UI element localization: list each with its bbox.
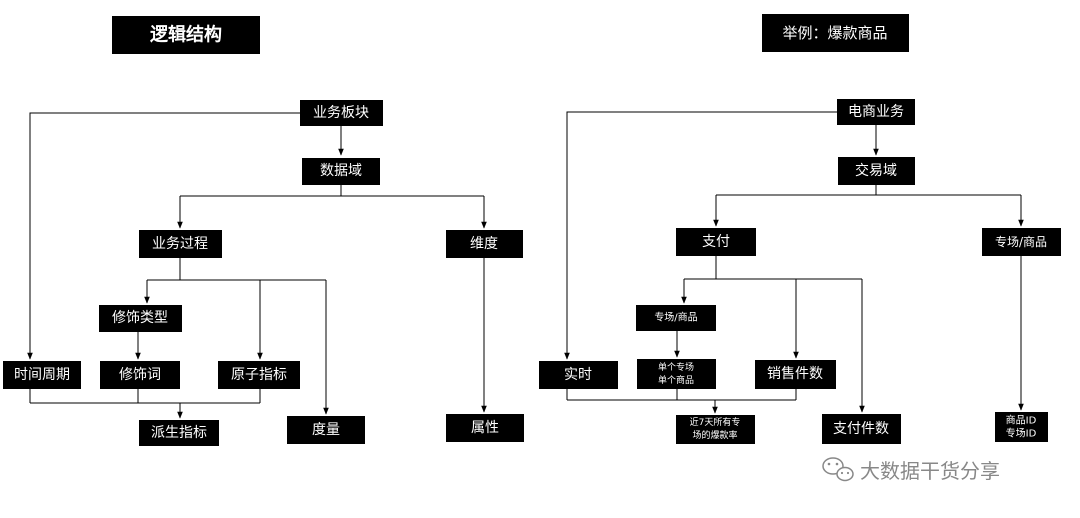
right-edges: [564, 111, 1024, 414]
node-zone-product-type-label: 专场/商品: [654, 311, 697, 324]
node-product-attr-line2: 专场ID: [1006, 427, 1037, 440]
right-heading: 举例：爆款商品: [762, 14, 909, 52]
node-derived-metric: 派生指标: [139, 420, 219, 446]
node-payment: 支付: [676, 228, 756, 256]
node-product-attr-line1: 商品ID: [1006, 414, 1037, 427]
left-heading: 逻辑结构: [112, 16, 260, 54]
watermark-text: 大数据干货分享: [860, 459, 1000, 483]
node-payment-label: 支付: [702, 234, 730, 250]
node-hot-rate-line1: 近7天所有专: [690, 416, 741, 428]
node-derived-metric-label: 派生指标: [151, 425, 207, 441]
node-hot-rate-line2: 场的爆款率: [692, 429, 737, 441]
node-attribute-label: 属性: [471, 420, 499, 436]
node-zone-product-type: 专场/商品: [636, 305, 716, 331]
node-single-line1: 单个专场: [658, 361, 694, 373]
node-modifier-type: 修饰类型: [99, 305, 182, 332]
wechat-icon: [822, 457, 854, 482]
node-business-segment-label: 业务板块: [313, 105, 369, 121]
node-modifier-word: 修饰词: [100, 361, 180, 389]
node-measure: 度量: [287, 416, 365, 444]
node-attribute: 属性: [446, 414, 524, 442]
node-business-process: 业务过程: [139, 230, 222, 258]
node-modifier-word-label: 修饰词: [119, 367, 161, 383]
node-zone-product-dim: 专场/商品: [982, 228, 1061, 256]
node-product-attr: 商品ID 专场ID: [995, 412, 1048, 442]
node-data-domain-label: 数据域: [320, 163, 362, 179]
node-realtime: 实时: [539, 361, 618, 389]
node-atomic-metric: 原子指标: [218, 361, 300, 389]
node-zone-product-dim-label: 专场/商品: [995, 234, 1047, 249]
node-dimension: 维度: [446, 230, 523, 258]
node-atomic-metric-label: 原子指标: [231, 367, 287, 383]
node-dimension-label: 维度: [470, 236, 498, 252]
edge-ecommerce-to-realtime: [564, 111, 837, 360]
node-ecommerce: 电商业务: [837, 99, 915, 125]
watermark: 大数据干货分享: [822, 457, 1000, 483]
node-realtime-label: 实时: [564, 367, 592, 383]
node-modifier-type-label: 修饰类型: [112, 310, 168, 326]
node-measure-label: 度量: [312, 422, 340, 438]
node-time-period: 时间周期: [3, 361, 81, 389]
node-sales-count-label: 销售件数: [767, 366, 823, 382]
node-ecommerce-label: 电商业务: [848, 104, 904, 120]
node-trade-domain-label: 交易域: [855, 162, 897, 179]
node-data-domain: 数据域: [302, 158, 380, 185]
node-single-line2: 单个商品: [658, 374, 694, 386]
node-pay-count: 支付件数: [822, 414, 901, 444]
node-sales-count: 销售件数: [755, 360, 836, 389]
node-trade-domain: 交易域: [838, 157, 915, 185]
node-pay-count-label: 支付件数: [833, 421, 889, 437]
node-time-period-label: 时间周期: [14, 367, 70, 383]
node-business-process-label: 业务过程: [152, 236, 208, 252]
node-hot-rate: 近7天所有专 场的爆款率: [676, 415, 755, 444]
node-single: 单个专场 单个商品: [637, 359, 716, 389]
left-edges: [27, 112, 487, 419]
left-heading-text: 逻辑结构: [150, 24, 222, 46]
edge-segment-to-time-period: [27, 112, 300, 360]
right-heading-text: 举例：爆款商品: [782, 24, 887, 42]
node-business-segment: 业务板块: [300, 100, 383, 126]
